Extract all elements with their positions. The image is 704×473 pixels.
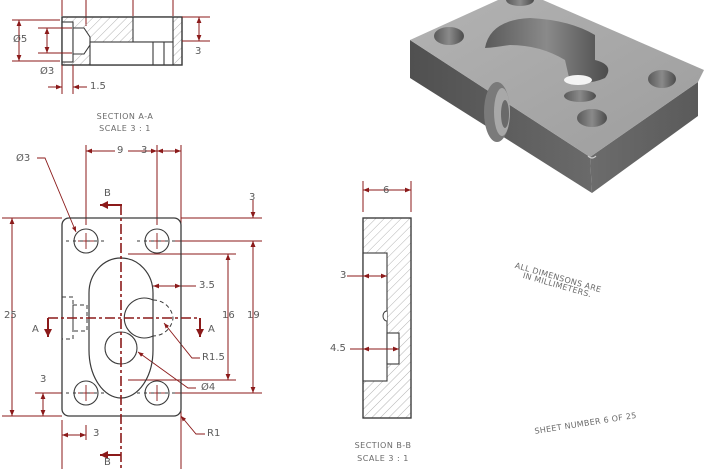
section-aa-title: SECTION A-A — [96, 112, 154, 121]
top-view — [2, 145, 262, 469]
section-bb-title: SECTION B-B — [354, 441, 412, 450]
dim-right-3: 3 — [195, 46, 202, 57]
section-b-label-bottom: B — [104, 457, 111, 468]
dim-top-3: 3 — [249, 192, 256, 203]
dim-16: 16 — [222, 310, 235, 321]
dim-pocket-3: 3 — [340, 270, 347, 281]
dim-dia5: Ø5 — [13, 34, 28, 45]
dim-25: 25 — [4, 310, 17, 321]
dim-hole-dia3: Ø3 — [16, 153, 31, 164]
dim-r1: R1 — [207, 428, 221, 439]
section-b-label-top: B — [104, 188, 111, 199]
section-bb-view — [347, 181, 412, 419]
isometric-part — [410, 0, 704, 193]
section-a-label-right: A — [208, 324, 215, 335]
dim-depth-1-5: 1.5 — [90, 81, 106, 92]
dim-r1-5: R1.5 — [202, 352, 225, 363]
dim-left-3: 3 — [93, 428, 100, 439]
dim-dia3: Ø3 — [40, 66, 55, 77]
dim-9: 9 — [117, 145, 124, 156]
dim-step-4-5: 4.5 — [330, 343, 346, 354]
section-a-label-left: A — [32, 324, 39, 335]
dim-dia4: Ø4 — [201, 382, 216, 393]
dim-3-top: 3 — [141, 145, 148, 156]
section-aa-scale: SCALE 3 : 1 — [99, 124, 151, 133]
section-aa-view — [12, 0, 210, 94]
dim-bottom-3: 3 — [40, 374, 47, 385]
section-bb-scale: SCALE 3 : 1 — [357, 454, 409, 463]
dim-width-6: 6 — [383, 185, 390, 196]
dim-19: 19 — [247, 310, 260, 321]
dim-3-5: 3.5 — [199, 280, 215, 291]
